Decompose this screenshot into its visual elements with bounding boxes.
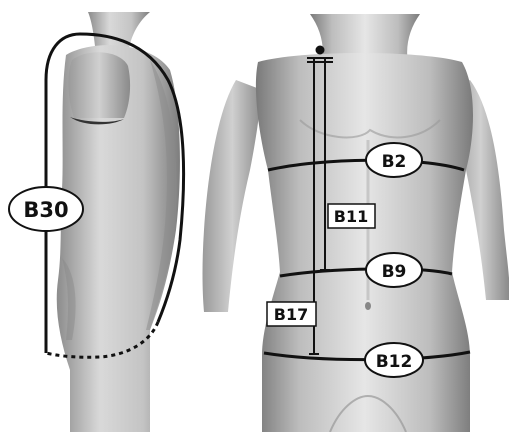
front-torso <box>256 53 473 432</box>
front-left-arm <box>203 80 263 312</box>
front-navel <box>365 302 371 310</box>
b30-label-text: B30 <box>23 198 68 222</box>
neck-point-dot <box>316 46 325 55</box>
b11-label: B11 <box>328 204 375 228</box>
side-arm-stump <box>68 52 130 118</box>
b9-label-text: B9 <box>382 262 407 282</box>
b2-label-text: B2 <box>382 152 407 172</box>
front-view-figure: B2 B9 B12 B11 B17 <box>203 14 509 432</box>
b2-label: B2 <box>366 143 422 177</box>
b30-label: B30 <box>9 187 83 231</box>
side-view-figure: B30 <box>9 12 184 432</box>
b11-label-text: B11 <box>334 207 368 226</box>
b9-label: B9 <box>366 253 422 287</box>
b17-label: B17 <box>267 302 316 326</box>
b17-label-text: B17 <box>274 305 308 324</box>
b12-label: B12 <box>365 343 423 377</box>
b12-label-text: B12 <box>376 352 413 372</box>
